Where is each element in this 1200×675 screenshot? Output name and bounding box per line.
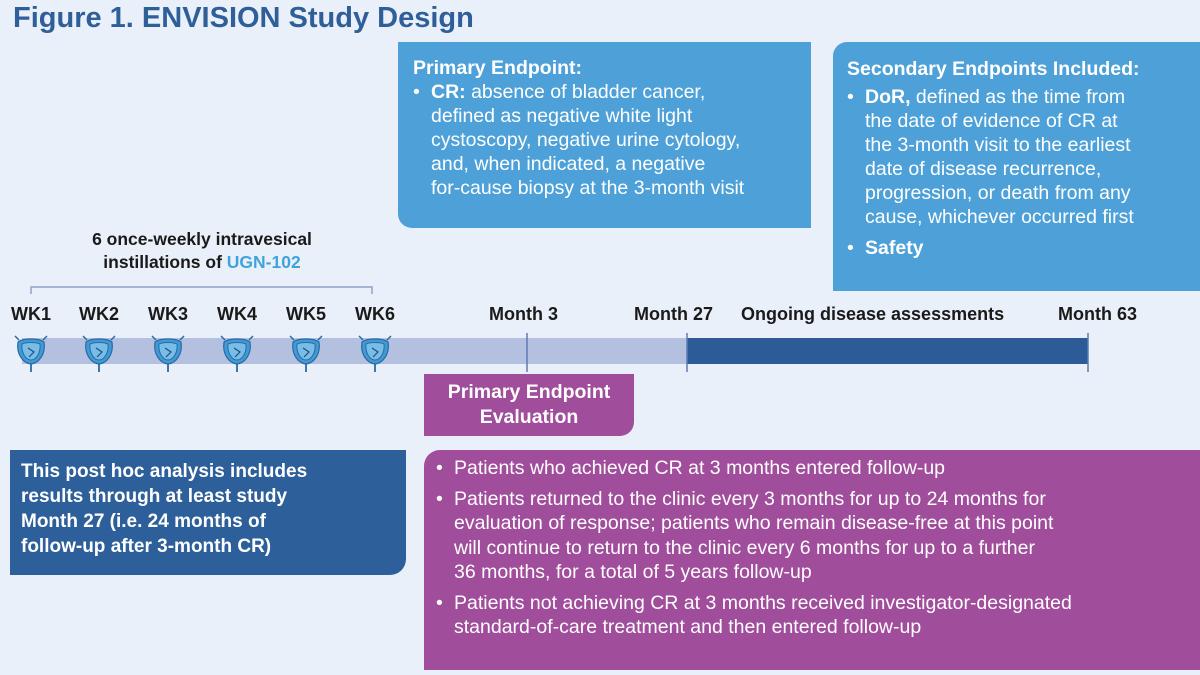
cr-term: CR: — [431, 81, 466, 103]
follow-up-bullet-3: • Patients not achieving CR at 3 months … — [436, 591, 1200, 640]
month-63-label: Month 63 — [1058, 304, 1137, 324]
bladder-icon — [358, 335, 392, 372]
cr-line-5: for-cause biopsy at the 3-month visit — [431, 177, 745, 199]
dor-line-6: cause, whichever occurred first — [865, 206, 1134, 228]
instillations-label: 6 once-weekly intravesical instillations… — [70, 228, 334, 274]
week-label-5: WK5 — [286, 304, 326, 324]
bullet-dot: • — [436, 591, 443, 614]
week-label-1: WK1 — [11, 304, 51, 324]
timeline-bar-light — [22, 338, 687, 364]
primary-endpoint-box: Primary Endpoint: • CR: absence of bladd… — [398, 42, 811, 228]
instillations-line-1: 6 once-weekly intravesical — [92, 229, 312, 249]
follow-up-3-line-1: Patients not achieving CR at 3 months re… — [454, 591, 1072, 614]
primary-endpoint-evaluation-box: Primary Endpoint Evaluation — [424, 374, 634, 436]
bullet-dot: • — [436, 487, 443, 510]
post-hoc-line-1: This post hoc analysis includes — [21, 461, 308, 482]
safety-bullet: • Safety — [847, 236, 1200, 260]
ongoing-assessments-label: Ongoing disease assessments — [741, 304, 1005, 324]
evaluation-line-1: Primary Endpoint — [447, 381, 611, 403]
follow-up-box: • Patients who achieved CR at 3 months e… — [424, 450, 1200, 670]
dor-line-1: defined as the time from — [910, 86, 1126, 108]
bladder-icon — [220, 335, 254, 372]
cr-line-1: absence of bladder cancer, — [465, 81, 706, 103]
drug-name: UGN-102 — [226, 252, 301, 272]
dor-line-3: the 3-month visit to the earliest — [865, 134, 1131, 156]
follow-up-2-line-1: Patients returned to the clinic every 3 … — [454, 487, 1046, 510]
follow-up-bullet-1: • Patients who achieved CR at 3 months e… — [436, 456, 1200, 481]
follow-up-bullet-2: • Patients returned to the clinic every … — [436, 487, 1200, 585]
cr-line-3: cystoscopy, negative urine cytology, — [431, 129, 741, 151]
month-3-label: Month 3 — [489, 304, 558, 324]
dor-line-5: progression, or death from any — [865, 182, 1131, 204]
primary-endpoint-cr-bullet: • CR: absence of bladder cancer, defined… — [413, 80, 811, 200]
post-hoc-analysis-box: This post hoc analysis includes results … — [10, 450, 406, 575]
bladder-icon — [151, 335, 185, 372]
bullet-dot: • — [847, 237, 854, 259]
bullet-dot: • — [436, 457, 443, 479]
dor-line-2: the date of evidence of CR at — [865, 110, 1118, 132]
week-label-2: WK2 — [79, 304, 119, 324]
post-hoc-line-4: follow-up after 3-month CR) — [21, 536, 272, 557]
month-27-label: Month 27 — [634, 304, 713, 324]
follow-up-2-line-3: will continue to return to the clinic ev… — [454, 536, 1035, 559]
dor-line-4: date of disease recurrence, — [865, 158, 1102, 180]
figure-title: Figure 1. ENVISION Study Design — [13, 2, 474, 34]
evaluation-line-2: Evaluation — [479, 406, 579, 428]
cr-line-2: defined as negative white light — [431, 105, 693, 127]
bladder-icon — [14, 335, 48, 372]
post-hoc-line-2: results through at least study — [21, 486, 288, 507]
week-label-3: WK3 — [148, 304, 188, 324]
dor-term: DoR, — [865, 86, 911, 108]
follow-up-1-line-1: Patients who achieved CR at 3 months ent… — [454, 457, 946, 479]
bullet-dot: • — [413, 81, 420, 103]
secondary-endpoints-box: Secondary Endpoints Included: • DoR, def… — [833, 42, 1200, 291]
follow-up-3-line-2: standard-of-care treatment and then ente… — [454, 616, 922, 638]
week-label-4: WK4 — [217, 304, 257, 324]
secondary-endpoints-heading: Secondary Endpoints Included: — [847, 58, 1140, 80]
post-hoc-line-3: Month 27 (i.e. 24 months of — [21, 511, 266, 532]
bullet-dot: • — [847, 86, 854, 108]
dor-bullet: • DoR, defined as the time from the date… — [847, 85, 1200, 229]
follow-up-2-line-2: evaluation of response; patients who rem… — [454, 512, 1054, 534]
weeks-bracket — [30, 286, 373, 294]
timeline-bar-dark — [687, 338, 1088, 364]
cr-line-4: and, when indicated, a negative — [431, 153, 706, 175]
instillations-line-2: instillations of — [103, 252, 227, 272]
bladder-icon — [289, 335, 323, 372]
safety-label: Safety — [865, 237, 924, 259]
primary-endpoint-heading: Primary Endpoint: — [413, 57, 583, 79]
follow-up-2-line-4: 36 months, for a total of 5 years follow… — [454, 561, 812, 583]
week-label-6: WK6 — [355, 304, 395, 324]
bladder-icon — [82, 335, 116, 372]
